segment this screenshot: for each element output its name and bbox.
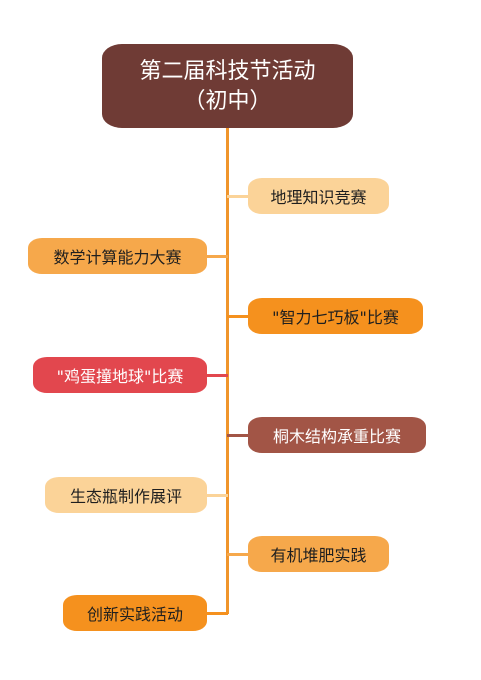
topic-innovation-practice: 创新实践活动	[63, 595, 207, 631]
branch-connector	[227, 194, 248, 198]
topic-ecobottle-exhibition: 生态瓶制作展评	[45, 477, 207, 513]
topic-paulownia-structure-contest: 桐木结构承重比赛	[248, 417, 426, 453]
branch-connector	[207, 611, 228, 615]
topic-tangram-contest: "智力七巧板"比赛	[248, 298, 423, 334]
trunk-connector	[226, 126, 229, 614]
topic-organic-compost-practice: 有机堆肥实践	[248, 536, 389, 572]
topic-math-calculation-contest: 数学计算能力大赛	[28, 238, 207, 274]
branch-connector	[207, 254, 228, 258]
root-topic: 第二届科技节活动 （初中）	[102, 44, 353, 128]
branch-connector	[207, 373, 228, 377]
branch-connector	[227, 552, 248, 556]
root-title-line-1: 第二届科技节活动	[139, 59, 316, 84]
branch-connector	[227, 433, 248, 437]
topic-geography-knowledge-contest: 地理知识竞赛	[248, 178, 389, 214]
branch-connector	[207, 493, 228, 497]
root-title-line-2: （初中）	[183, 89, 272, 114]
topic-egg-drop-contest: "鸡蛋撞地球"比赛	[33, 357, 207, 393]
branch-connector	[227, 314, 248, 318]
